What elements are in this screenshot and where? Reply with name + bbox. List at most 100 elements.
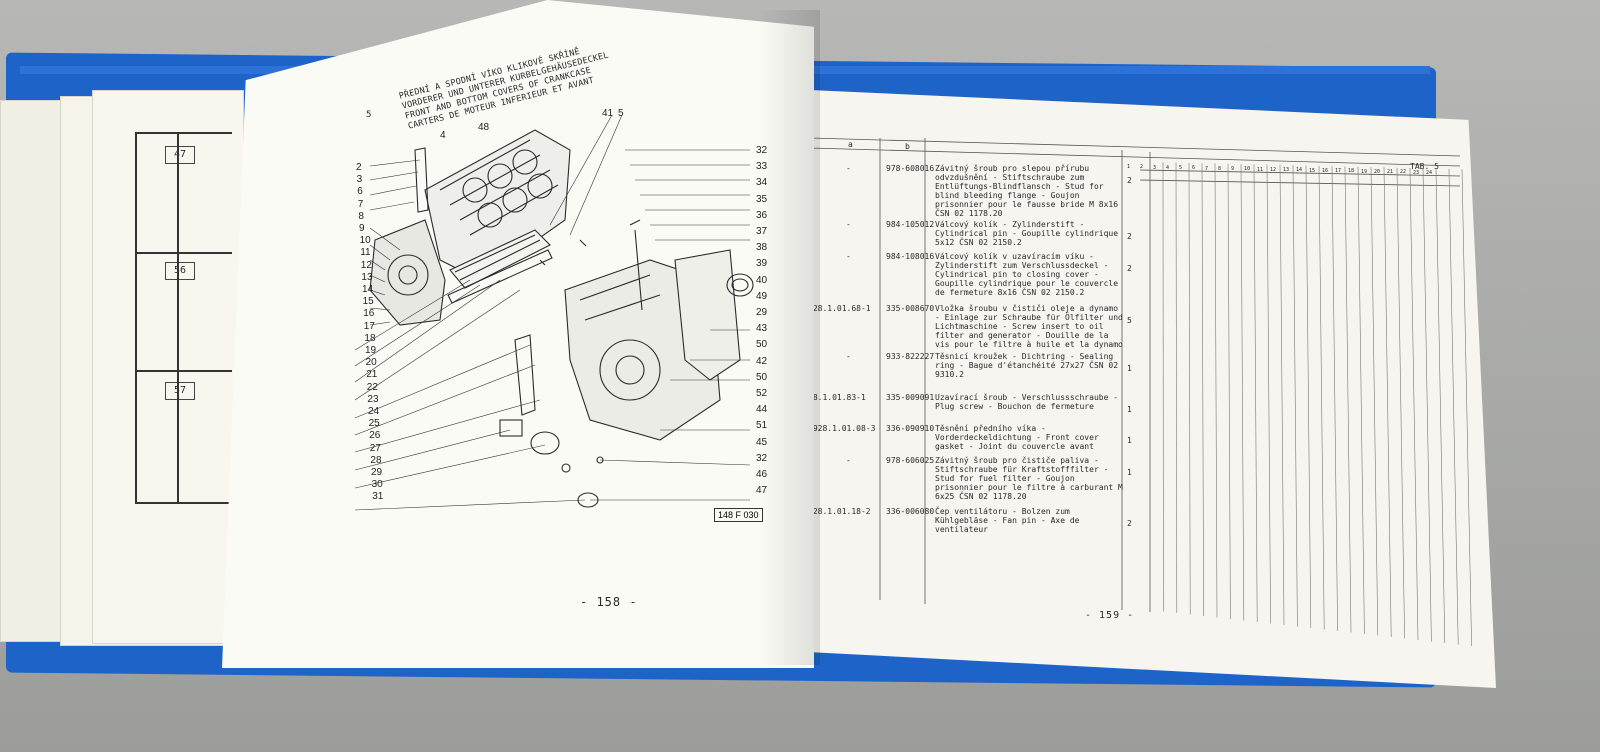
callout-number: 27 [369, 442, 381, 454]
callout-number: 8 [358, 210, 364, 222]
grid-header-number: 16 [1322, 167, 1329, 174]
grid-column-line [1240, 164, 1245, 621]
exploded-view-drawing [354, 114, 754, 511]
part-description: Uzavírací šroub - Verschlussschraube - P… [935, 393, 1119, 411]
part-quantity: 1 [1127, 436, 1132, 445]
table-marker: TAB. 5 [1410, 162, 1439, 171]
part-quantity: 1 [1127, 405, 1132, 414]
grid-header-number: 17 [1335, 168, 1342, 174]
grid-header-number: 23 [1413, 169, 1420, 176]
grid-header-number: 19 [1361, 168, 1368, 175]
form-cell: 56 [137, 252, 232, 372]
part-reference: 28.1.01.83-1 [808, 393, 866, 402]
callout-number: 19 [365, 345, 377, 356]
callout-number: 32 [756, 452, 768, 464]
grid-column-line [1188, 162, 1191, 615]
form-cell: 57 [137, 370, 232, 504]
part-reference: - [846, 352, 851, 361]
callout-number: 29 [371, 467, 383, 478]
grid-header-number: 18 [1348, 168, 1355, 175]
grid-header-number: 12 [1270, 166, 1277, 173]
callout-number: 36 [756, 209, 768, 221]
parts-table-page [810, 90, 1496, 688]
callout-number: 21 [366, 369, 378, 381]
callout-number: 37 [756, 226, 768, 237]
callout-number: 14 [362, 284, 374, 295]
callout-number: 50 [756, 371, 768, 383]
grid-column-line [1318, 165, 1325, 630]
callout-number: 39 [756, 258, 768, 270]
part-quantity: 2 [1127, 519, 1132, 528]
callout-number: 33 [756, 161, 768, 173]
callout-number: 44 [756, 404, 768, 416]
callout-number: 24 [368, 406, 380, 417]
page-stack-edge [92, 90, 244, 644]
part-description: Válcový kolík v uzavíracím víku - Zylind… [935, 252, 1119, 297]
grid-column-line [1175, 162, 1178, 614]
callout-number: 25 [368, 418, 380, 430]
part-quantity: 2 [1127, 232, 1132, 241]
callout-number: 34 [756, 177, 768, 189]
callout-number: 46 [756, 469, 768, 480]
part-number: 984-108016 [886, 252, 935, 261]
grid-header-number: 10 [1244, 166, 1251, 173]
grid-column-line [1266, 164, 1271, 624]
grid-column-line [1305, 165, 1312, 629]
part-reference: - [846, 252, 851, 261]
callout-number: 41 [602, 108, 614, 119]
grid-header-number: 21 [1387, 169, 1394, 175]
grid-header-number: 22 [1400, 169, 1407, 176]
part-description: Závitný šroub pro slepou přírubu odvzduš… [935, 164, 1119, 218]
callout-number: 5 [618, 108, 624, 119]
part-description: Vložka šroubu v čističi oleje a dynamo -… [935, 304, 1123, 349]
page-number-left: - 158 - [580, 595, 638, 609]
grid-column-line [1253, 164, 1258, 623]
callout-number: 18 [364, 332, 376, 344]
page-gutter-shadow [760, 10, 820, 665]
grid-column-line [1279, 164, 1285, 626]
column-header-b: b [905, 142, 910, 151]
part-number: 984-105012 [886, 220, 935, 229]
grid-column-line [1435, 168, 1446, 644]
grid-header-number: 3 [1153, 164, 1157, 171]
callout-number: 40 [756, 274, 768, 286]
form-box-number: 56 [165, 262, 195, 280]
part-reference: - [846, 164, 851, 173]
grid-column-line [1461, 169, 1472, 647]
callout-number: 10 [359, 235, 371, 247]
grid-header-number: 5 [1179, 165, 1183, 171]
grid-column-line [1422, 168, 1432, 642]
grid-column-line [1331, 166, 1338, 632]
part-number: 978-606025 [886, 456, 935, 465]
grid-column-line [1409, 167, 1419, 641]
grid-column-line [1227, 163, 1231, 620]
grid-header-number: 1 [1127, 164, 1131, 170]
callout-number: 7 [357, 198, 364, 210]
part-number: 335-008670 [886, 304, 935, 313]
callout-number: 15 [362, 296, 374, 308]
part-description: Těsnicí kroužek - Dichtring - Sealing ri… [935, 352, 1119, 379]
callout-number: 17 [363, 320, 375, 332]
part-reference: -928.1.01.08-3 [808, 424, 876, 433]
section-number: 5 [366, 110, 372, 120]
part-reference: 928.1.01.18-2 [808, 507, 871, 516]
form-cell: 47 [137, 134, 232, 252]
grid-column-line [1370, 167, 1379, 636]
part-description: Těsnění předního víka - Vorderdeckeldich… [935, 424, 1099, 451]
callout-number: 35 [756, 193, 768, 205]
underlying-form: 47 56 57 [135, 132, 232, 504]
part-description: Závitný šroub pro čističe paliva - Stift… [935, 456, 1123, 501]
grid-column-line [1357, 166, 1365, 635]
part-reference: - [846, 220, 851, 229]
column-header-a: a [848, 140, 853, 149]
part-quantity: 1 [1127, 468, 1132, 477]
part-quantity: 5 [1127, 316, 1132, 325]
part-number: 978-608016 [886, 164, 935, 173]
form-box-number: 57 [165, 382, 195, 400]
callout-number: 13 [361, 271, 373, 283]
callout-number: 4 [440, 130, 446, 141]
callout-number: 30 [371, 479, 383, 491]
grid-header-number: 4 [1166, 164, 1170, 171]
grid-header-number: 24 [1426, 169, 1433, 176]
